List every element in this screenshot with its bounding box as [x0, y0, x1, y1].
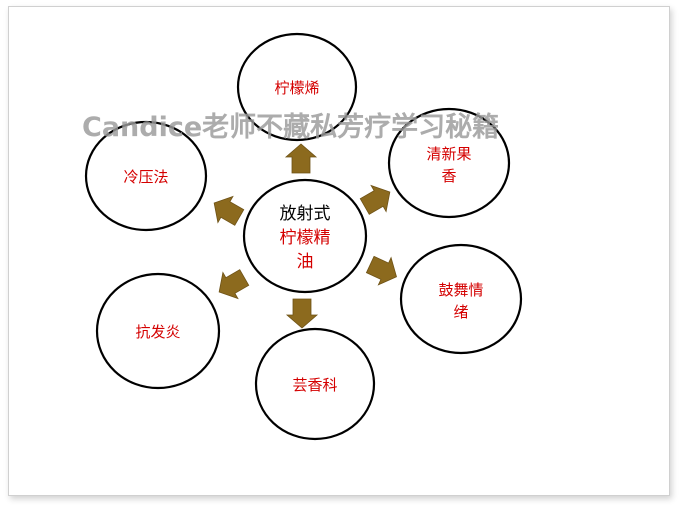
- node-bottom-left-label: 抗发炎: [135, 323, 180, 341]
- node-top-left: 冷压法: [84, 120, 208, 232]
- node-right-label-line2: 绪: [453, 303, 468, 321]
- node-bottom: 芸香科: [254, 327, 376, 441]
- center-node: 放射式 柠檬精 油: [242, 178, 368, 294]
- node-bottom-left: 抗发炎: [95, 272, 221, 390]
- watermark-text: Candice老师不藏私芳疗学习秘籍: [82, 111, 499, 143]
- node-top-right-label-line1: 清新果: [426, 145, 471, 163]
- node-top-right: 清新果 香: [387, 107, 511, 219]
- center-label-line2: 柠檬精: [280, 228, 331, 248]
- node-top-left-label: 冷压法: [123, 168, 168, 186]
- arrow-right: [365, 255, 397, 286]
- arrow-top-left: [213, 195, 245, 226]
- node-bottom-label: 芸香科: [292, 376, 337, 394]
- arrow-bottom-left: [218, 269, 250, 300]
- center-label-line3: 油: [297, 252, 314, 272]
- arrow-top: [284, 143, 318, 174]
- node-right: 鼓舞情 绪: [399, 243, 523, 355]
- node-top: 柠檬烯: [236, 32, 358, 142]
- arrow-top-right: [359, 184, 391, 215]
- arrow-bottom: [285, 298, 319, 329]
- node-top-label: 柠檬烯: [274, 79, 319, 97]
- node-right-label-line1: 鼓舞情: [438, 281, 483, 299]
- center-label-line1: 放射式: [280, 204, 331, 224]
- node-top-right-label-line2: 香: [441, 167, 456, 185]
